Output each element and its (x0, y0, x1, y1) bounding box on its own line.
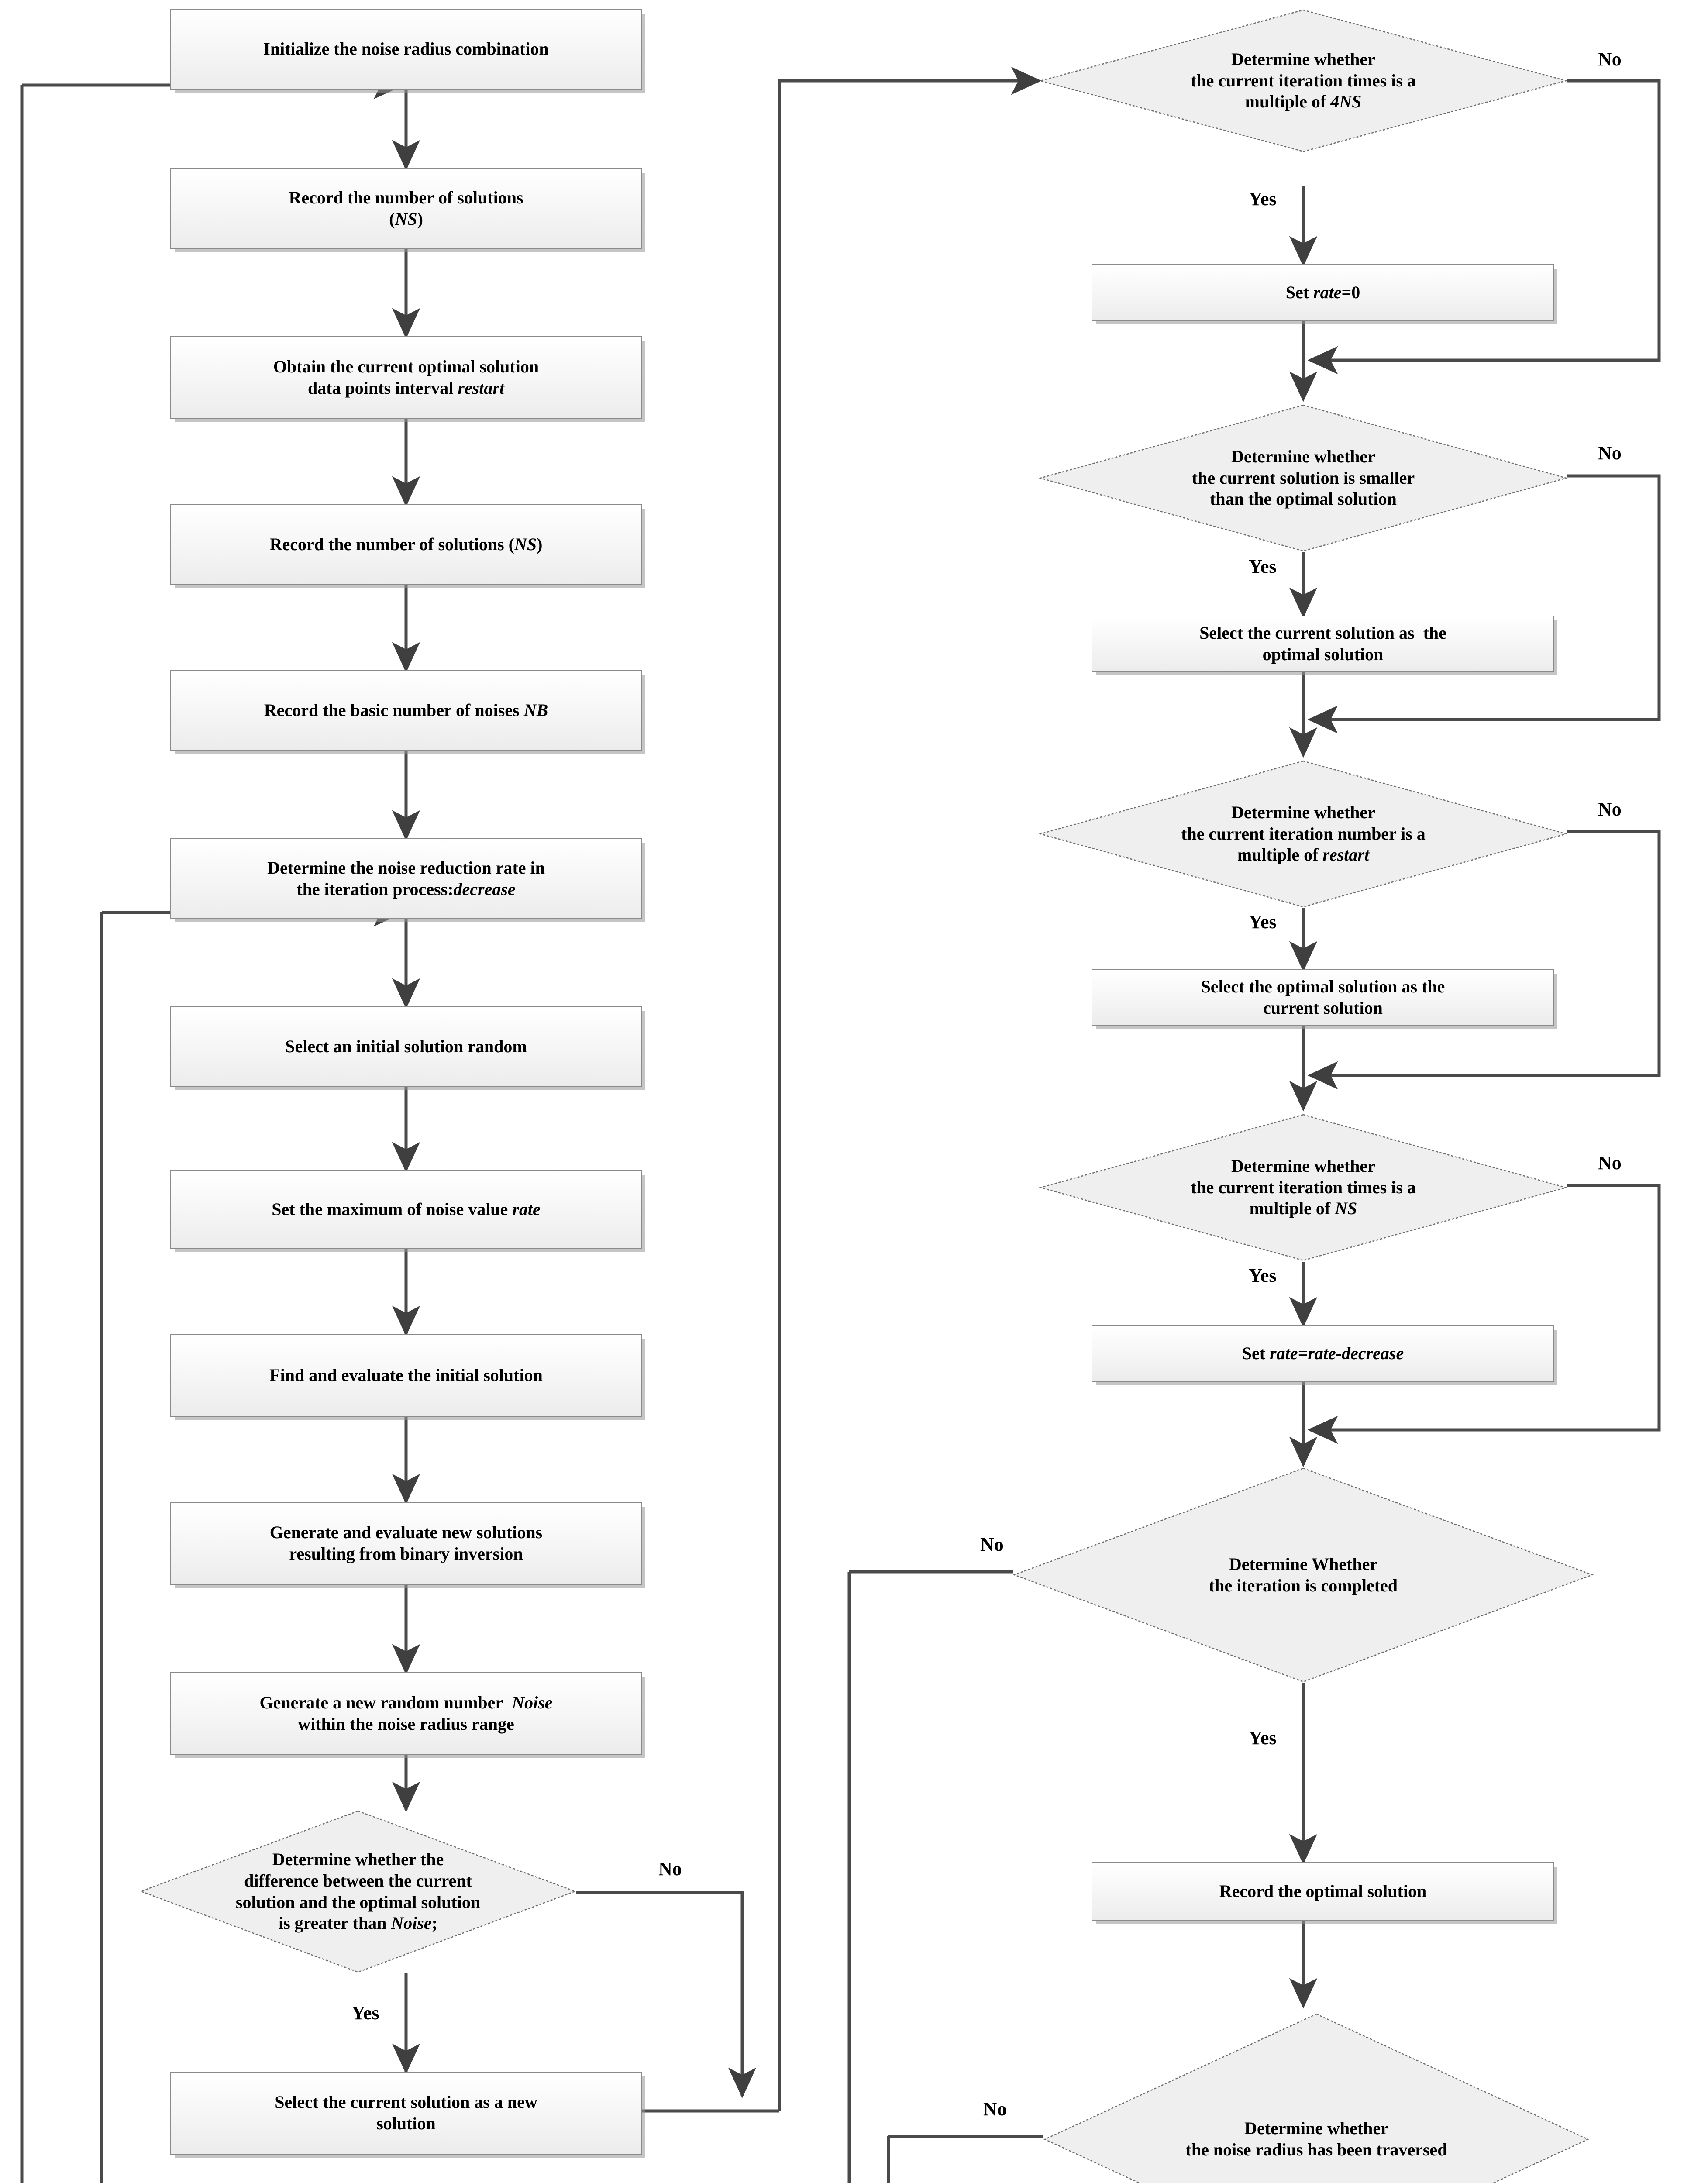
node-label: Record the number of solutions(NS) (289, 187, 523, 229)
branch-label-no-ns: No (1598, 1152, 1622, 1174)
branch-label-yes-ns: Yes (1249, 1265, 1277, 1286)
branch-label-no-restart: No (1598, 799, 1622, 820)
branch-label-yes-smaller: Yes (1249, 556, 1277, 577)
diamond-shape (1043, 2013, 1589, 2183)
diamond-shape (140, 1810, 576, 1973)
node-label: Set the maximum of noise value rate (272, 1199, 541, 1219)
node-select-initial-solution-random[interactable]: Select an initial solution random (170, 1006, 642, 1087)
branch-label-yes-difference: Yes (351, 2002, 379, 2024)
branch-label-no-difference: No (658, 1858, 682, 1880)
node-record-optimal-solution[interactable]: Record the optimal solution (1092, 1862, 1554, 1921)
branch-label-no-4ns: No (1598, 48, 1622, 70)
node-label: Record the optimal solution (1219, 1881, 1427, 1901)
node-record-basic-noises[interactable]: Record the basic number of noises NB (170, 670, 642, 751)
node-label: Select an initial solution random (285, 1036, 527, 1057)
node-record-number-solutions-2[interactable]: Record the number of solutions (NS) (170, 504, 642, 585)
node-find-evaluate-initial-solution[interactable]: Find and evaluate the initial solution (170, 1334, 642, 1417)
diamond-shape (1013, 1467, 1594, 1683)
node-set-maximum-noise-value[interactable]: Set the maximum of noise value rate (170, 1170, 642, 1249)
node-set-rate-decrease[interactable]: Set rate=rate-decrease (1092, 1325, 1554, 1382)
diamond-shape (1039, 9, 1567, 152)
node-label: Set rate=rate-decrease (1242, 1343, 1404, 1363)
diamond-shape (1039, 1114, 1567, 1261)
branch-label-no-smaller: No (1598, 442, 1622, 464)
node-record-number-solutions-1[interactable]: Record the number of solutions(NS) (170, 168, 642, 249)
branch-label-yes-restart: Yes (1249, 911, 1277, 933)
branch-label-yes-4ns: Yes (1249, 188, 1277, 210)
node-label: Initialize the noise radius combination (263, 39, 549, 59)
node-label: Record the number of solutions (NS) (269, 534, 543, 554)
node-initialize-noise-radius[interactable]: Initialize the noise radius combination (170, 9, 642, 90)
diamond-shape (1039, 404, 1567, 552)
diamond-shape (1039, 760, 1567, 908)
node-label: Find and evaluate the initial solution (269, 1365, 543, 1385)
branch-label-no-iteration: No (980, 1534, 1004, 1555)
branch-label-no-traversed: No (983, 2098, 1007, 2120)
node-set-rate-zero[interactable]: Set rate=0 (1092, 264, 1554, 321)
branch-label-yes-iteration: Yes (1249, 1727, 1277, 1749)
node-label: Record the basic number of noises NB (264, 700, 548, 720)
node-label: Set rate=0 (1285, 282, 1360, 302)
